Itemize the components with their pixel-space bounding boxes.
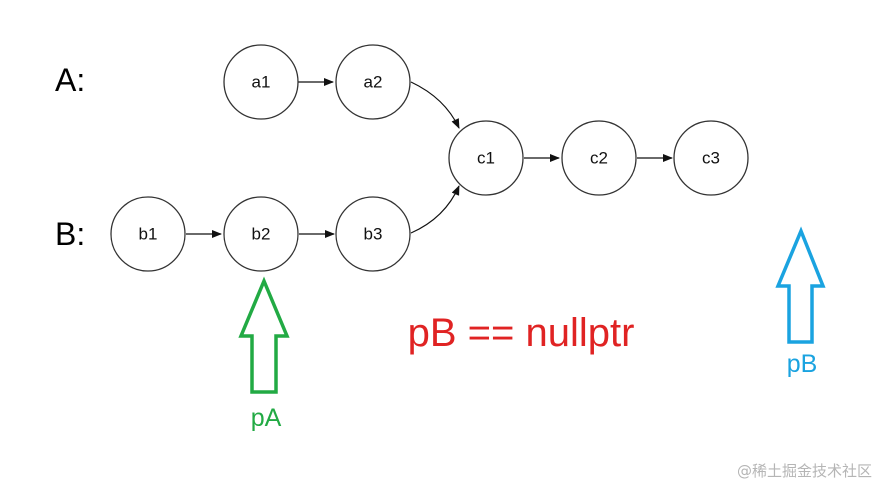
status-annotation: pB == nullptr [408,311,635,355]
pb-pointer-label: pB [787,350,818,378]
edge-b3-c1 [410,185,460,234]
node-c3-label: c3 [702,149,720,168]
node-a1: a1 [223,44,299,120]
node-c2-label: c2 [590,149,608,168]
node-c3: c3 [673,120,749,196]
list-b-label: B: [55,216,85,252]
node-c1: c1 [448,120,524,196]
pa-pointer-label: pA [251,404,282,432]
node-b1: b1 [110,196,186,272]
node-b2: b2 [223,196,299,272]
node-a1-label: a1 [252,73,271,92]
watermark: @稀土掘金技术社区 [737,462,872,480]
node-b2-label: b2 [252,225,271,244]
node-b3-label: b3 [364,225,383,244]
node-b3: b3 [335,196,411,272]
node-b1-label: b1 [139,225,158,244]
pa-pointer-arrow-icon [238,276,290,394]
edge-a2-c1 [410,81,460,129]
list-a-label: A: [55,62,85,98]
pb-pointer-arrow-icon [775,226,826,344]
node-c1-label: c1 [477,149,495,168]
node-a2: a2 [335,44,411,120]
node-a2-label: a2 [364,73,383,92]
node-c2: c2 [561,120,637,196]
